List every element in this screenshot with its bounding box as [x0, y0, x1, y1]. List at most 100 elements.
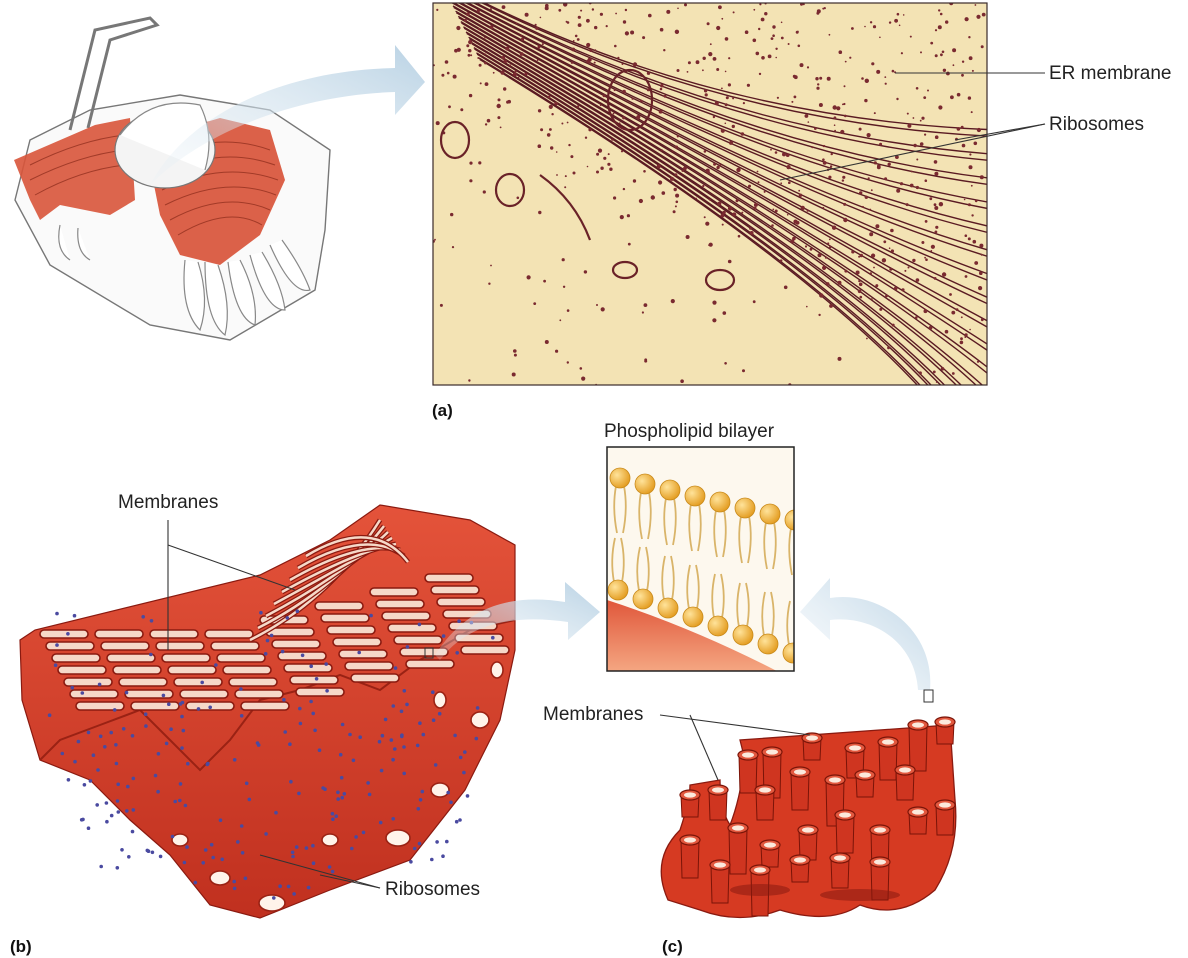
- ribosome-dot: [738, 235, 741, 238]
- ribosome: [55, 643, 59, 647]
- tubule-opening: [912, 809, 924, 814]
- ribosome-dot: [771, 37, 774, 40]
- ribosome-dot: [979, 271, 983, 275]
- lipid-head: [633, 589, 653, 609]
- ribosome: [219, 818, 223, 822]
- ribosome-dot: [927, 90, 929, 92]
- ribosome-dot: [466, 12, 470, 16]
- ribosome-dot: [571, 48, 575, 52]
- ribosome: [236, 840, 240, 844]
- ribosome: [357, 651, 361, 655]
- ribosome-dot: [588, 58, 592, 62]
- ribosome-dot: [633, 179, 636, 182]
- ribosome-dot: [447, 72, 450, 75]
- ribosome-dot: [929, 326, 933, 330]
- ribosome-dot: [921, 117, 924, 120]
- ribosome-dot: [767, 226, 769, 228]
- ribosome-dot: [973, 240, 977, 244]
- ribosome-dot: [676, 201, 679, 204]
- ribosome-dot: [882, 258, 886, 262]
- ribosome-dot: [721, 129, 725, 133]
- ribosome-dot: [924, 309, 926, 311]
- ribosome-dot: [782, 152, 786, 156]
- ribosome-dot: [658, 180, 662, 184]
- ribosome-dot: [753, 207, 756, 210]
- ribosome-dot: [875, 284, 878, 287]
- tubule-opening: [874, 827, 886, 832]
- ribosome-dot: [703, 57, 706, 60]
- ribosome: [278, 884, 282, 888]
- ribosome: [421, 790, 425, 794]
- ribosome-dot: [721, 88, 723, 90]
- tubule-opening: [712, 787, 724, 792]
- ribosome-dot: [563, 286, 565, 288]
- ribosome-dot: [938, 9, 940, 11]
- ribosome-dot: [910, 36, 912, 38]
- ribosome-dot: [503, 60, 507, 64]
- ribosome-dot: [667, 135, 669, 137]
- ribosome-dot: [490, 25, 494, 29]
- ribosome-dot: [777, 97, 779, 99]
- ribosome-dot: [968, 203, 971, 206]
- ribosome-dot: [440, 304, 443, 307]
- ribosome-dot: [969, 329, 971, 331]
- ribosome-dot: [503, 87, 506, 90]
- ribosome-dot: [445, 60, 449, 64]
- ribosome: [208, 706, 212, 710]
- ribosome: [406, 645, 410, 649]
- ribosome-dot: [705, 222, 709, 226]
- ribosome: [297, 792, 301, 796]
- tubule-opening: [742, 752, 754, 757]
- cisterna: [425, 574, 473, 582]
- ribosome-dot: [858, 290, 862, 294]
- ribosome: [328, 865, 332, 869]
- ribosome-dot: [830, 165, 832, 167]
- ribosome: [323, 787, 327, 791]
- ribosome: [83, 783, 87, 787]
- ribosome: [233, 887, 237, 891]
- ribosome: [179, 782, 183, 786]
- ribosome-dot: [754, 203, 758, 207]
- ribosome-dot: [722, 211, 726, 215]
- ribosome-dot: [484, 62, 487, 65]
- ribosome-dot: [859, 283, 863, 287]
- ribosome-dot: [975, 4, 977, 6]
- ribosome-dot: [935, 54, 938, 57]
- ribosome-dot: [871, 298, 873, 300]
- ribosome: [336, 797, 340, 801]
- ribosome: [167, 702, 171, 706]
- ribosome: [449, 801, 453, 805]
- ribosome: [270, 634, 274, 638]
- ribosome-dot: [497, 104, 501, 108]
- ribosome-dot: [856, 271, 860, 275]
- ribosome: [313, 729, 317, 733]
- ribosome-dot: [741, 132, 745, 136]
- ribosome: [239, 687, 243, 691]
- ribosome: [116, 866, 120, 870]
- ribosome-dot: [892, 324, 895, 327]
- ribosome-dot: [705, 93, 708, 96]
- cisterna: [101, 642, 149, 650]
- cisterna: [315, 602, 363, 610]
- ribosome: [67, 778, 71, 782]
- ribosome-dot: [662, 191, 666, 195]
- ribosome: [272, 896, 276, 900]
- cisterna: [46, 642, 94, 650]
- ribosome: [350, 847, 354, 851]
- ribosome-dot: [943, 69, 946, 72]
- ribosome: [466, 794, 470, 798]
- ribosome-dot: [770, 149, 772, 151]
- ribosome-dot: [747, 84, 750, 87]
- ribosome: [126, 785, 130, 789]
- ribosome-dot: [929, 197, 932, 200]
- ribosome: [66, 632, 70, 636]
- ribosome-dot: [620, 215, 624, 219]
- ribosome-dot: [725, 103, 728, 106]
- ribosome-dot: [816, 12, 819, 15]
- ribosome: [340, 796, 344, 800]
- ribosome: [61, 752, 65, 756]
- ribosome-dot: [888, 299, 890, 301]
- ribosome-dot: [976, 15, 980, 19]
- ribosome-dot: [580, 10, 582, 12]
- ribosome-dot: [632, 98, 634, 100]
